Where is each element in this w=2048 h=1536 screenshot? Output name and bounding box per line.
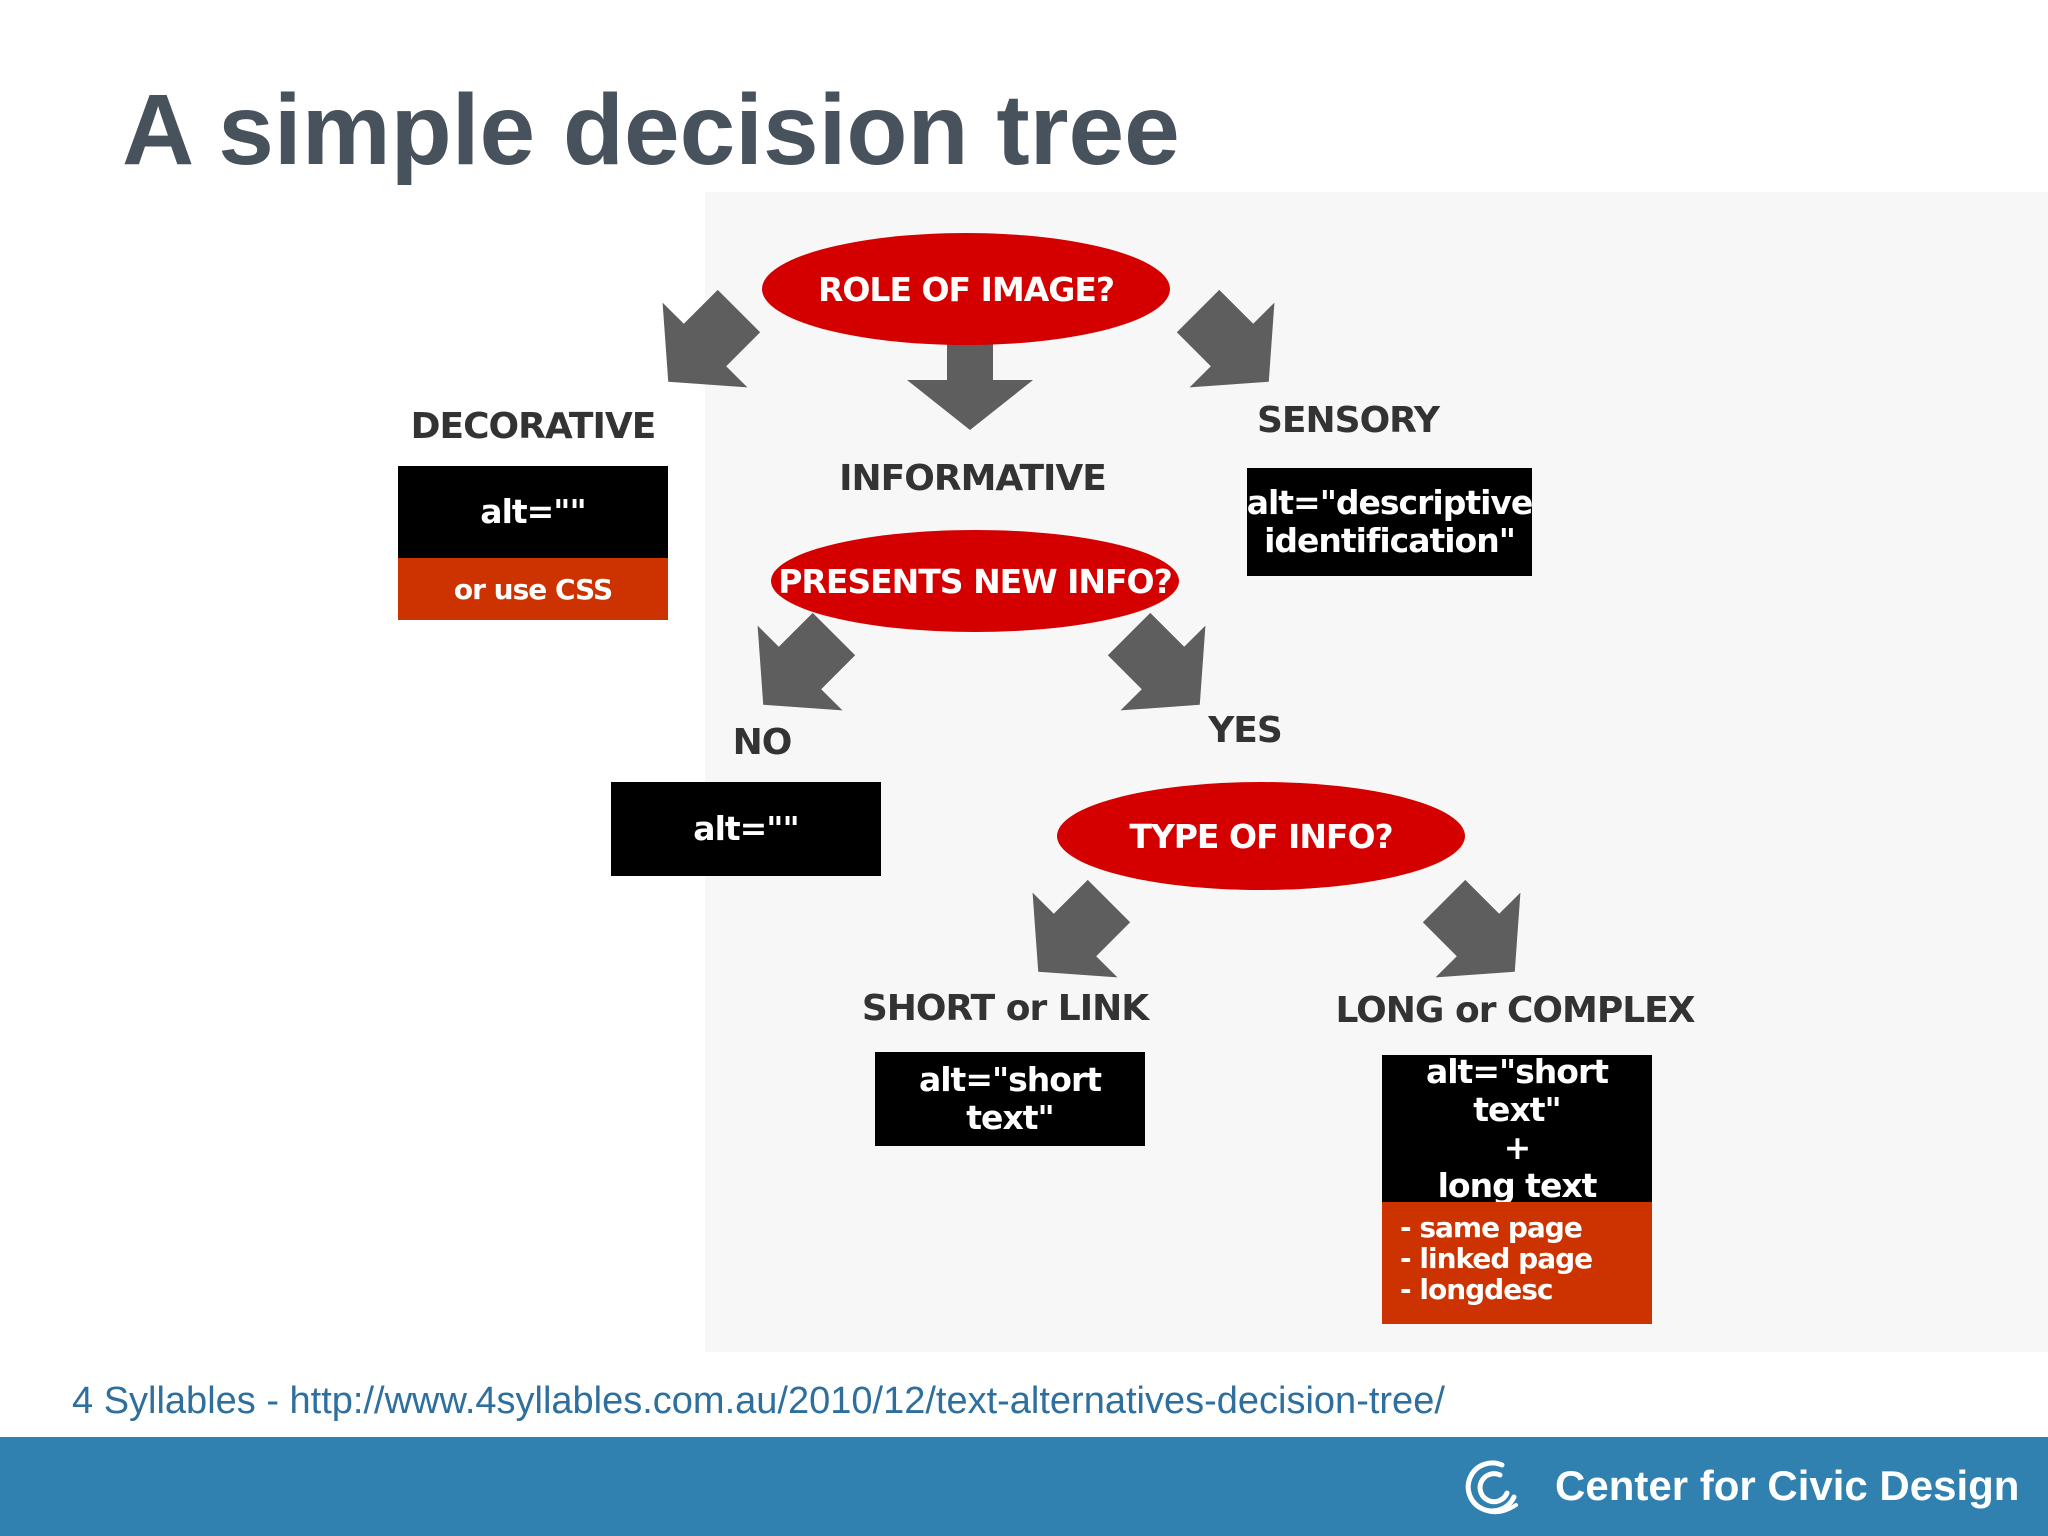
question-presents-new-info: PRESENTS NEW INFO?: [771, 530, 1179, 632]
arrow-to-yes: [1107, 612, 1206, 711]
short-alt-box: alt="short text": [875, 1052, 1145, 1146]
arrow-to-informative: [907, 328, 1033, 430]
label-informative: INFORMATIVE: [839, 458, 1107, 499]
footer-bar: [0, 1437, 2048, 1536]
arrow-to-short: [1032, 879, 1131, 978]
label-no: NO: [732, 722, 793, 763]
arrow-to-sensory: [1176, 289, 1275, 388]
decorative-css-note: or use CSS: [398, 558, 668, 620]
long-alt-line3: long text: [1437, 1165, 1598, 1205]
arrow-to-no: [757, 612, 856, 711]
long-alt-box: alt="short text" + long text: [1382, 1051, 1652, 1205]
label-yes: YES: [1208, 710, 1283, 751]
no-alt-box: alt="": [611, 782, 881, 876]
sensory-alt-line1: alt="descriptive: [1246, 483, 1534, 522]
decorative-css-text: or use CSS: [453, 572, 613, 606]
slide-title: A simple decision tree: [122, 74, 1180, 186]
label-long-or-complex: LONG or COMPLEX: [1335, 990, 1695, 1031]
footer-brand-name: Center for Civic Design: [1555, 1462, 2020, 1509]
source-credit-link[interactable]: 4 Syllables - http://www.4syllables.com.…: [72, 1380, 1445, 1422]
label-sensory: SENSORY: [1257, 400, 1440, 441]
civic-design-logo-icon: [1465, 1460, 1518, 1515]
long-alt-line1: alt="short text": [1425, 1051, 1609, 1129]
sensory-alt-line2: identification": [1264, 521, 1516, 560]
long-text-options: - same page - linked page - longdesc: [1382, 1202, 1652, 1324]
question-role-of-image: ROLE OF IMAGE?: [762, 233, 1170, 345]
decorative-alt-box: alt="": [398, 466, 668, 558]
long-option-longdesc: - longdesc: [1400, 1273, 1553, 1306]
label-short-or-link: SHORT or LINK: [861, 988, 1149, 1029]
no-alt-text: alt="": [693, 809, 799, 848]
decorative-alt-text: alt="": [480, 492, 586, 531]
long-option-linked-page: - linked page: [1400, 1242, 1593, 1275]
long-option-same-page: - same page: [1400, 1211, 1583, 1244]
arrow-to-long: [1422, 879, 1521, 978]
short-alt-text: alt="short text": [918, 1060, 1102, 1137]
label-decorative: DECORATIVE: [410, 406, 657, 447]
arrow-to-decorative: [662, 289, 761, 388]
question-type-of-info: TYPE OF INFO?: [1057, 782, 1465, 890]
sensory-alt-box: alt="descriptive identification": [1246, 468, 1534, 576]
long-alt-line2: +: [1503, 1127, 1532, 1167]
